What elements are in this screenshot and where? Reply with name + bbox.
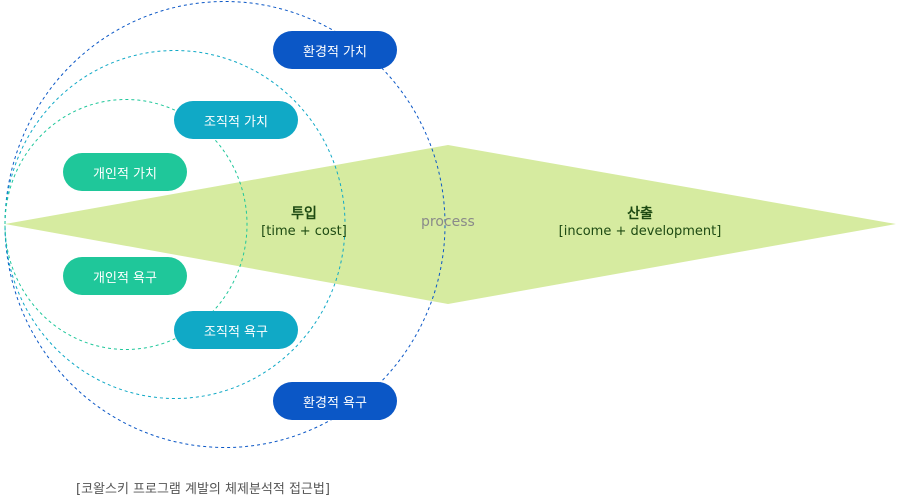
environmental-need-pill: 환경적 욕구	[273, 382, 397, 420]
organizational-need-label: 조직적 욕구	[204, 324, 268, 340]
environmental-need-label: 환경적 욕구	[303, 395, 367, 411]
output-subtitle: [income + development]	[558, 224, 722, 239]
output-label: 산출 [income + development]	[540, 205, 740, 241]
process-label: process	[421, 214, 475, 230]
individual-circle	[4, 99, 248, 350]
output-title: 산출	[627, 206, 653, 222]
organizational-value-label: 조직적 가치	[204, 114, 268, 130]
figure-caption: [코왈스키 프로그램 계발의 체제분석적 접근법]	[76, 482, 330, 497]
organizational-value-pill: 조직적 가치	[174, 101, 298, 139]
individual-need-pill: 개인적 욕구	[63, 257, 187, 295]
individual-value-pill: 개인적 가치	[63, 153, 187, 191]
input-label: 투입 [time + cost]	[248, 205, 360, 241]
input-title: 투입	[291, 206, 317, 222]
individual-value-label: 개인적 가치	[93, 166, 157, 182]
process-diamond	[5, 145, 896, 304]
organizational-need-pill: 조직적 욕구	[174, 311, 298, 349]
input-subtitle: [time + cost]	[261, 224, 347, 239]
environmental-value-label: 환경적 가치	[303, 44, 367, 60]
environmental-value-pill: 환경적 가치	[273, 31, 397, 69]
environment-circle	[4, 1, 446, 448]
individual-need-label: 개인적 욕구	[93, 270, 157, 286]
